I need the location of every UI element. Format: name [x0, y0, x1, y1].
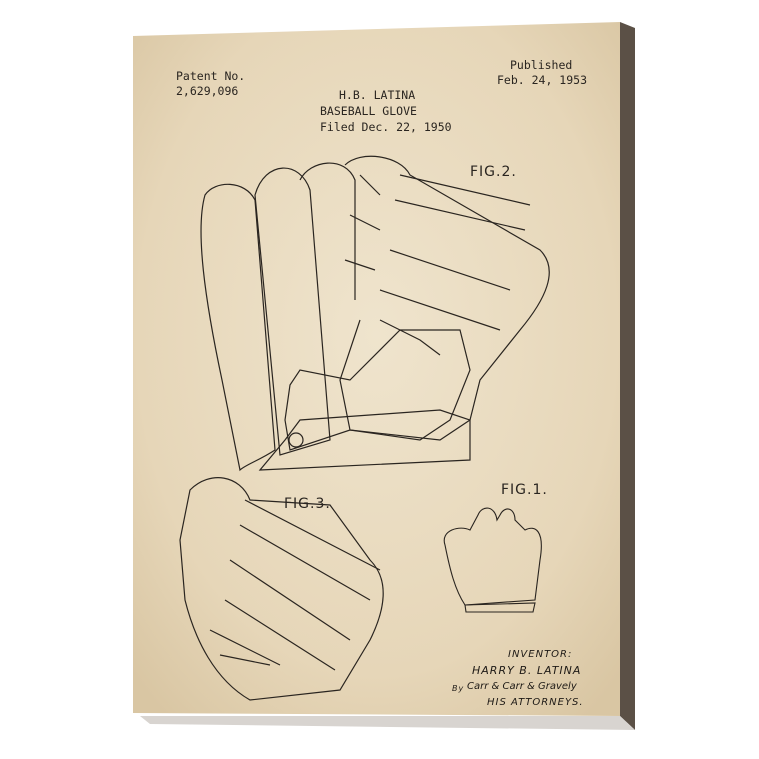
inventor-header: H.B. LATINA	[339, 88, 416, 102]
fig3-drawing	[179, 477, 384, 701]
canvas-side-edge	[620, 22, 635, 730]
published-date: Feb. 24, 1953	[497, 73, 588, 87]
fig1-label: FIG.1.	[501, 482, 548, 498]
attorneys-signature: Carr & Carr & Gravely	[467, 681, 577, 692]
filed-date: Filed Dec. 22, 1950	[320, 120, 452, 134]
patent-number: 2,629,096	[176, 84, 239, 98]
fig2-label: FIG.2.	[470, 164, 517, 180]
patent-title: BASEBALL GLOVE	[320, 104, 417, 118]
canvas-shadow	[140, 716, 635, 730]
attorneys-label: HIS ATTORNEYS.	[487, 697, 584, 708]
inventor-name: HARRY B. LATINA	[472, 664, 582, 677]
patent-number-label: Patent No.	[176, 69, 246, 83]
inventor-label: INVENTOR:	[508, 649, 573, 660]
by-label: By	[452, 684, 465, 693]
fig1-drawing	[443, 507, 542, 613]
fig3-label: FIG.3.	[284, 496, 331, 512]
fig2-drawing	[200, 155, 550, 472]
published-label: Published	[510, 58, 573, 72]
